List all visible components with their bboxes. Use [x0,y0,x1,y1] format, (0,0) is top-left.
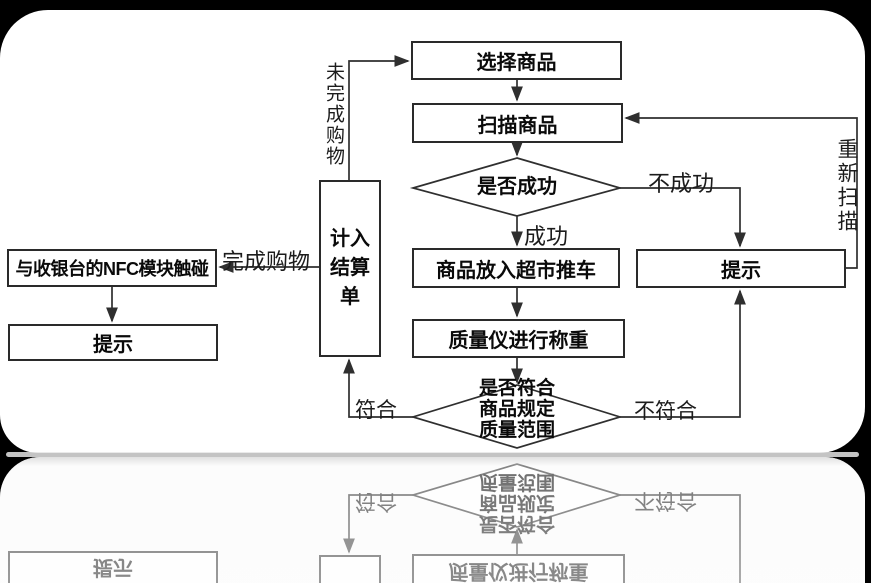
node-scan-product: 扫描商品 [412,103,623,143]
node-prompt-right-label: 提示 [721,260,761,282]
decision-weight-range-label: 是否符合 商品规定 质量范围 [452,378,582,441]
page-paper: 选择商品 扫描商品 商品放入超市推车 质量仪进行称重 提示 计入 结算 单 与收… [0,10,865,453]
edge-bill-to-select [348,55,410,180]
node-add-to-bill-line1: 计入 [330,228,370,250]
node-prompt-left: 提示 [8,324,218,361]
node-add-to-bill-line2: 结算 [330,257,370,279]
node-add-to-bill-line3: 单 [340,286,360,308]
flowchart: 选择商品 扫描商品 商品放入超市推车 质量仪进行称重 提示 计入 结算 单 与收… [0,10,865,453]
decision-weight-range-line2: 商品规定 [478,399,555,420]
node-scan-product-label: 扫描商品 [477,114,558,137]
edge-label-success: 成功 [524,224,569,249]
decision-weight-range-line3: 质量范围 [478,420,555,441]
node-add-to-bill: 计入 结算 单 [319,180,381,357]
node-put-in-cart-label: 商品放入超市推车 [436,259,596,282]
page-fold [6,452,859,457]
edge-label-finished-shopping: 完成购物 [222,249,311,274]
decision-scan-success-shape [409,157,624,217]
node-nfc-touch-label: 与收银台的NFC模块触碰 [15,259,210,279]
edge-outrange-to-prompt [620,289,746,418]
node-prompt-right: 提示 [636,249,846,288]
node-nfc-touch: 与收银台的NFC模块触碰 [7,249,217,287]
node-put-in-cart: 商品放入超市推车 [412,248,620,288]
decision-weight-range-line1: 是否符合 [478,378,555,399]
edge-prompt-to-scan-rescan [624,112,858,269]
edge-label-out-of-range: 不符合 [634,400,697,423]
edge-label-fail: 不成功 [648,171,715,196]
edge-label-not-finished-shopping: 未完成购物 [323,62,344,167]
decision-weight-range-shape [410,384,623,449]
decision-scan-success-label: 是否成功 [447,176,587,198]
edge-fail-to-prompt [620,187,746,248]
page-reflection-content: 选择商品 扫描商品 商品放入超市推车 质量仪进行称重 提示 计入 结算 单 与收… [0,459,865,583]
edge-label-rescan: 重新扫描 [835,138,858,234]
node-prompt-left-label: 提示 [93,334,133,356]
edge-inrange-to-bill [343,358,413,418]
node-select-product-label: 选择商品 [476,52,557,74]
node-weighing-label: 质量仪进行称重 [448,330,589,352]
edge-label-in-range: 符合 [355,399,397,422]
node-select-product: 选择商品 [411,41,622,80]
flow-connectors-svg [106,55,858,449]
page-reflection: 选择商品 扫描商品 商品放入超市推车 质量仪进行称重 提示 计入 结算 单 与收… [0,457,865,583]
decision-scan-success-text: 是否成功 [477,176,557,198]
node-weighing: 质量仪进行称重 [412,319,625,358]
connector-lines [106,55,858,449]
flowchart: 选择商品 扫描商品 商品放入超市推车 质量仪进行称重 提示 计入 结算 单 与收… [0,459,865,583]
